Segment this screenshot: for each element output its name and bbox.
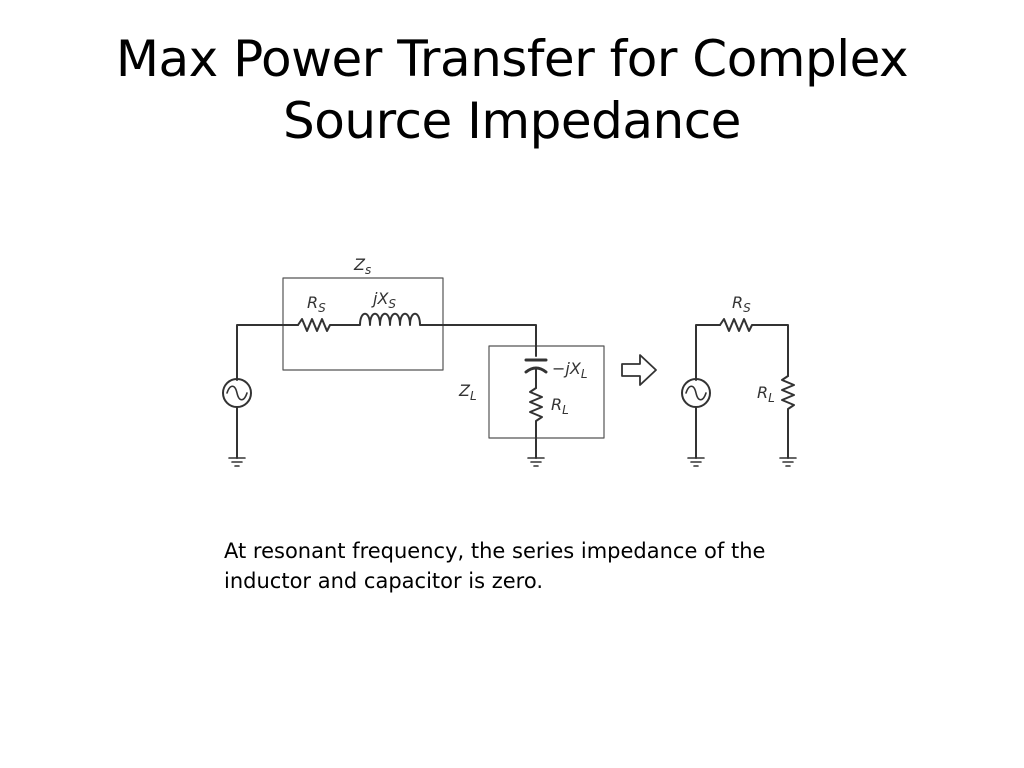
label-rs-right: RS (732, 293, 751, 315)
label-minus-jxl: −jXL (552, 359, 588, 381)
label-rl-left: RL (551, 395, 569, 417)
left-load-ground (527, 457, 545, 467)
slide-caption: At resonant frequency, the series impeda… (224, 539, 766, 593)
title-line-2: Source Impedance (283, 92, 741, 150)
right-load-ground (779, 457, 797, 467)
left-source-wire (236, 324, 299, 381)
label-zl: ZL (458, 381, 477, 403)
right-circuit (681, 318, 797, 467)
load-resistor-symbol (529, 387, 543, 459)
source-inductor-symbol (349, 312, 537, 357)
source-resistor-symbol (297, 318, 351, 332)
load-impedance-box (488, 345, 605, 439)
label-zs: Zs (353, 255, 371, 277)
equivalent-arrow (621, 354, 657, 386)
right-load-resistor-symbol (781, 375, 795, 459)
title-line-1: Max Power Transfer for Complex (115, 30, 909, 88)
right-source-ground (687, 457, 705, 467)
label-jxs: jXS (371, 289, 396, 311)
slide-title: Max Power Transfer for Complex Source Im… (0, 28, 1024, 152)
circuit-diagram: Zs RS jXS ZL −jXL RL RS RL (222, 255, 797, 467)
right-source-resistor-symbol (719, 318, 789, 377)
label-rs-left: RS (307, 293, 326, 315)
left-source-ground (228, 457, 246, 467)
label-rl-right: RL (757, 383, 775, 405)
left-circuit (222, 277, 605, 467)
